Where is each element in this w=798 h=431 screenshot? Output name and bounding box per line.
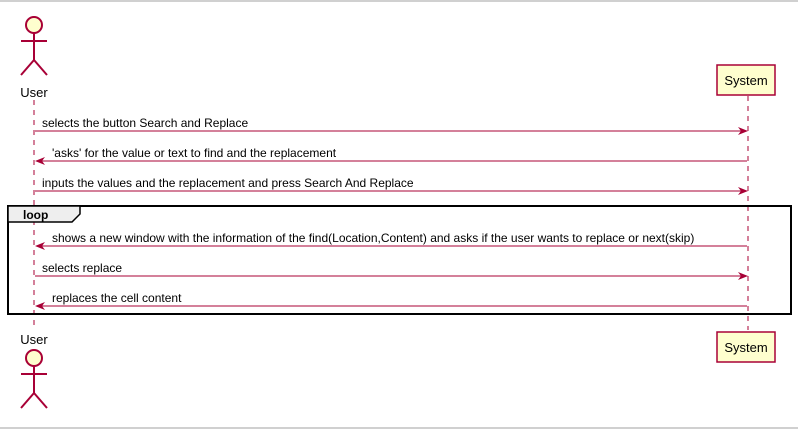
user-actor-icon — [20, 16, 48, 76]
system-box-top — [716, 64, 776, 96]
loop-frame — [7, 205, 792, 315]
message-1-arrowhead — [738, 127, 748, 135]
loop-label: loop — [23, 208, 48, 222]
message-6-label: replaces the cell content — [52, 291, 182, 305]
user-label-top: User — [20, 85, 48, 100]
user-label-bottom: User — [20, 332, 48, 347]
system-label-top: System — [724, 73, 767, 88]
loop-tab — [7, 205, 81, 223]
message-1-label: selects the button Search and Replace — [42, 116, 248, 130]
message-5-label: selects replace — [42, 261, 122, 275]
message-6-arrowhead — [35, 302, 45, 310]
message-5-arrowhead — [738, 272, 748, 280]
message-4-arrowhead — [35, 242, 45, 250]
system-label-bottom: System — [724, 340, 767, 355]
message-4-label: shows a new window with the information … — [52, 231, 694, 245]
message-2-label: 'asks' for the value or text to find and… — [52, 146, 337, 160]
system-box-bottom — [716, 331, 776, 363]
user-actor-icon-bottom — [20, 349, 48, 409]
message-2-arrowhead — [35, 157, 45, 165]
message-3-arrowhead — [738, 187, 748, 195]
message-3-label: inputs the values and the replacement an… — [42, 176, 414, 190]
